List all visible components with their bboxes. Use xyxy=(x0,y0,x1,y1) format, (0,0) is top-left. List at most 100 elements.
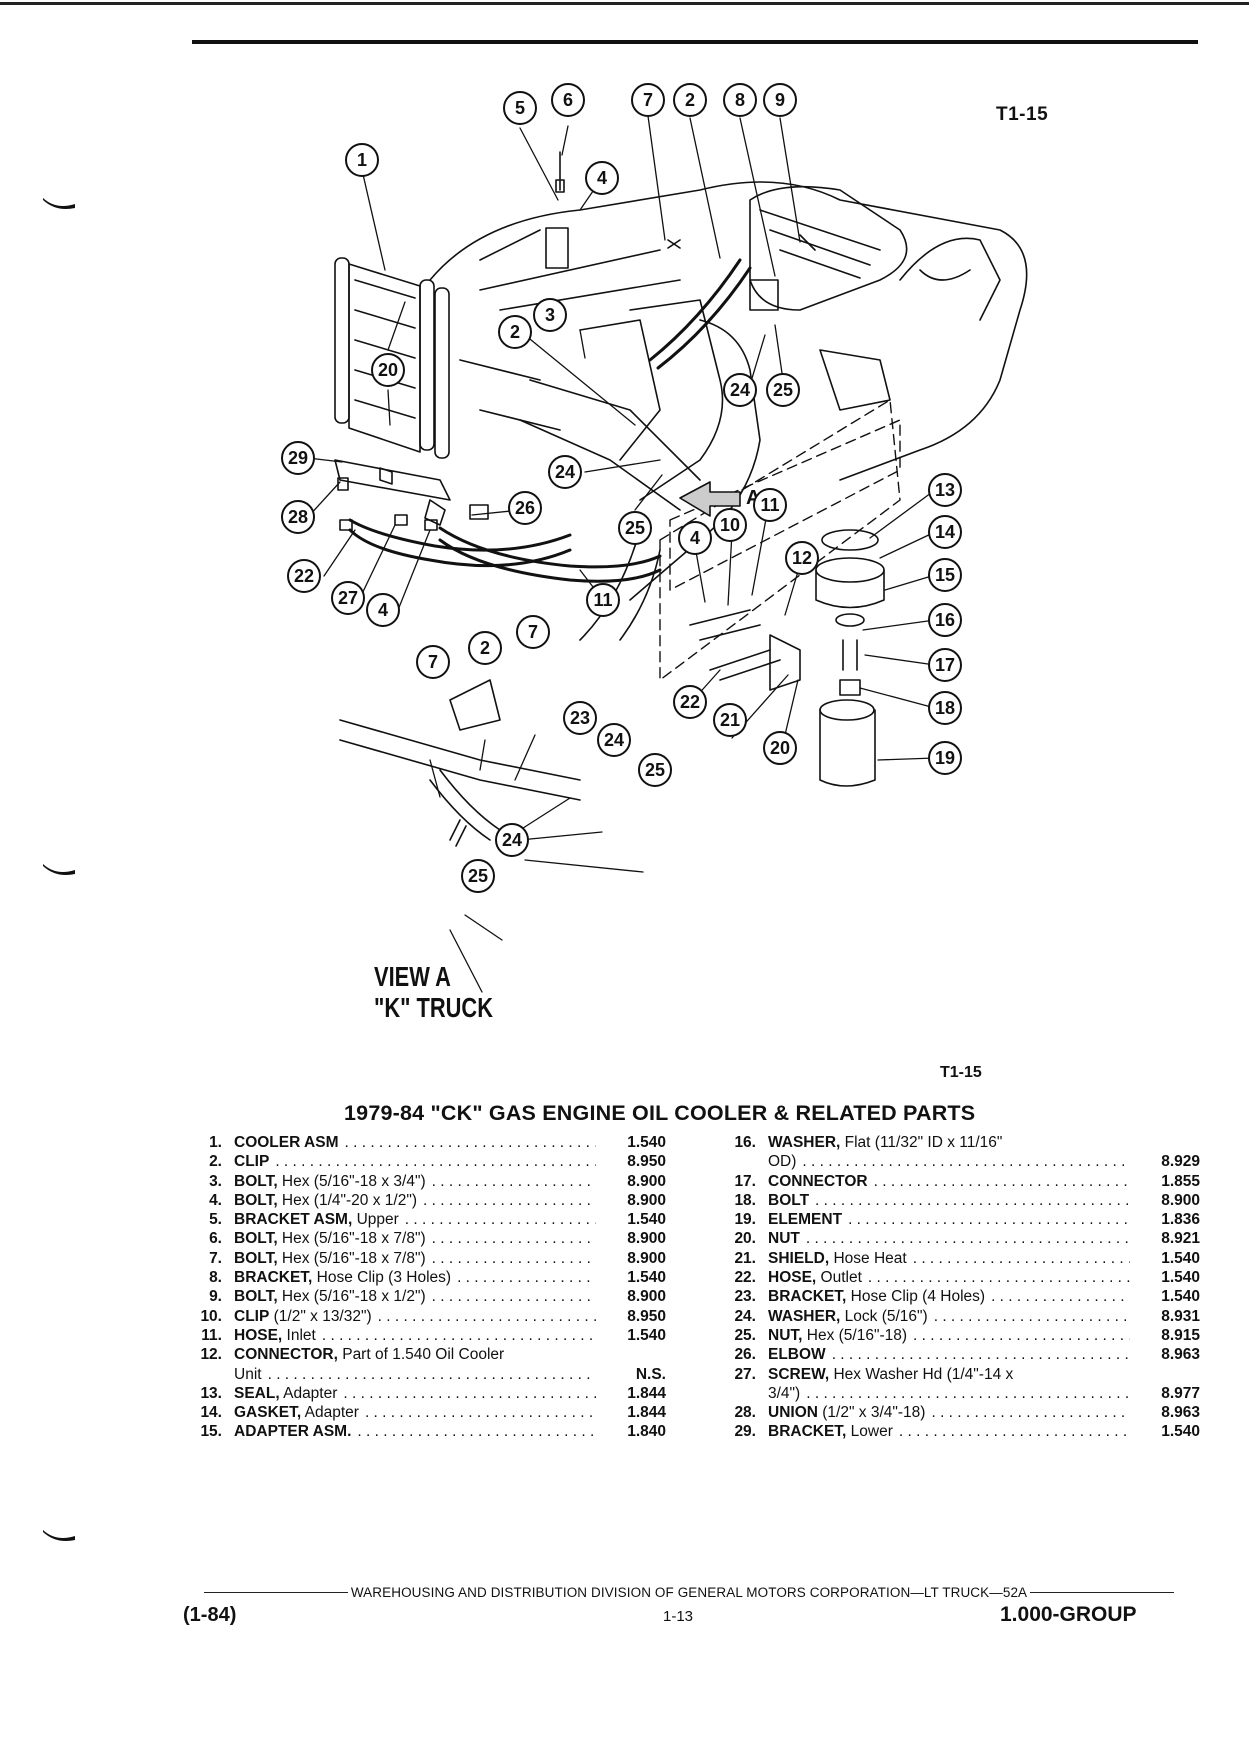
part-number: 8. xyxy=(209,1269,222,1287)
part-number: 10. xyxy=(200,1307,222,1325)
parts-list-row: 5.BRACKET ASM, Upper1.540 xyxy=(182,1210,666,1229)
part-number: 17. xyxy=(734,1172,756,1190)
dot-leader xyxy=(809,1191,1130,1210)
dot-leader xyxy=(826,1345,1130,1364)
callout-number: 12 xyxy=(792,548,812,568)
callout-circle xyxy=(366,593,400,627)
part-spec: Hose Clip (4 Holes) xyxy=(846,1288,986,1306)
callout-20: 20 xyxy=(763,731,797,765)
part-spec: (1/2" x 3/4"-18) xyxy=(817,1404,926,1422)
parts-list-row: 14.GASKET, Adapter1.844 xyxy=(182,1403,666,1422)
callout-28: 28 xyxy=(281,500,315,534)
dot-leader xyxy=(426,1287,596,1306)
part-name: NUT, xyxy=(768,1326,803,1344)
parts-list-row: 7.BOLT, Hex (5/16"-18 x 7/8")8.900 xyxy=(182,1249,666,1268)
part-name: CONNECTOR xyxy=(768,1172,868,1190)
part-number: 22. xyxy=(734,1269,756,1287)
part-spec: Hex Washer Hd (1/4"-14 x xyxy=(829,1365,1014,1383)
callout-number: 24 xyxy=(502,830,522,850)
callout-circle xyxy=(563,701,597,735)
callout-16: 16 xyxy=(928,603,962,637)
dot-leader xyxy=(907,1326,1130,1345)
parts-list-row: 13.SEAL, Adapter1.844 xyxy=(182,1384,666,1403)
part-description: HOSE, Inlet xyxy=(234,1326,596,1345)
group-number: 1.540 xyxy=(1161,1249,1200,1267)
part-spec: Lock (5/16") xyxy=(840,1307,928,1325)
dot-leader xyxy=(359,1403,596,1422)
part-number: 15. xyxy=(200,1423,222,1441)
callout-number: 4 xyxy=(597,168,607,188)
part-description: BRACKET, Hose Clip (4 Holes) xyxy=(768,1287,1130,1306)
part-name: WASHER, xyxy=(768,1307,841,1325)
callout-number: 6 xyxy=(563,90,573,110)
part-description: BOLT, Hex (5/16"-18 x 3/4") xyxy=(234,1172,596,1191)
callout-circle xyxy=(928,515,962,549)
part-spec: Lower xyxy=(846,1423,893,1441)
dot-leader xyxy=(800,1229,1130,1248)
callout-10: 10 xyxy=(713,508,747,542)
callout-number: 25 xyxy=(468,866,488,886)
part-name: ELEMENT xyxy=(768,1211,843,1229)
part-name: BRACKET ASM, xyxy=(234,1211,353,1229)
callout-circle xyxy=(345,143,379,177)
part-name: BOLT, xyxy=(234,1172,278,1190)
part-spec: Outlet xyxy=(816,1269,862,1287)
part-description: BOLT, Hex (5/16"-18 x 7/8") xyxy=(234,1249,596,1268)
callout-number: 27 xyxy=(338,588,358,608)
part-number: 25. xyxy=(734,1326,756,1344)
callout-8: 8 xyxy=(723,83,757,117)
dot-leader xyxy=(338,1133,596,1152)
callout-17: 17 xyxy=(928,648,962,682)
parts-list-row: 26.ELBOW8.963 xyxy=(716,1345,1200,1364)
callout-11: 11 xyxy=(586,583,620,617)
parts-list-row: 22.HOSE, Outlet1.540 xyxy=(716,1268,1200,1287)
group-number: 8.931 xyxy=(1161,1307,1200,1325)
footer-group-code: 1.000-GROUP xyxy=(1000,1603,1137,1626)
callout-number: 9 xyxy=(775,90,785,110)
group-number: 8.963 xyxy=(1161,1346,1200,1364)
view-a-arrow: A xyxy=(679,481,760,517)
callout-number: 4 xyxy=(690,528,700,548)
parts-list-row: 9.BOLT, Hex (5/16"-18 x 1/2")8.900 xyxy=(182,1287,666,1306)
callout-number: 2 xyxy=(480,638,490,658)
part-spec: Hex (5/16"-18) xyxy=(802,1326,908,1344)
callout-circle xyxy=(371,353,405,387)
group-number: 1.844 xyxy=(627,1404,666,1422)
group-number: 1.540 xyxy=(627,1326,666,1344)
callout-number: 25 xyxy=(773,380,793,400)
part-spec: Hex (5/16"-18 x 7/8") xyxy=(277,1230,426,1248)
figure-code-bottom: T1-15 xyxy=(940,1064,982,1081)
callout-circle xyxy=(503,91,537,125)
part-description: WASHER, Lock (5/16") xyxy=(768,1307,1130,1326)
parts-list-row: 16.WASHER, Flat (11/32" ID x 11/16" xyxy=(716,1133,1200,1152)
part-name: BRACKET, xyxy=(768,1288,847,1306)
part-spec: Upper xyxy=(352,1211,399,1229)
callout-number: 22 xyxy=(680,692,700,712)
dot-leader xyxy=(426,1172,596,1191)
callout-14: 14 xyxy=(928,515,962,549)
part-name: BOLT xyxy=(768,1191,810,1209)
group-number: 8.963 xyxy=(1161,1404,1200,1422)
part-description: ADAPTER ASM. xyxy=(234,1422,596,1441)
callout-circle xyxy=(753,488,787,522)
callout-circle xyxy=(516,615,550,649)
callout-23: 23 xyxy=(563,701,597,735)
part-description: CLIP xyxy=(234,1152,596,1171)
oil-cooler xyxy=(334,257,451,526)
part-name: SHIELD, xyxy=(768,1249,830,1267)
view-a-line1: VIEW A xyxy=(374,961,451,992)
callout-11: 11 xyxy=(753,488,787,522)
dot-leader xyxy=(796,1152,1130,1171)
callout-number: 29 xyxy=(288,448,308,468)
part-description: BOLT, Hex (5/16"-18 x 1/2") xyxy=(234,1287,596,1306)
part-name: HOSE, xyxy=(768,1269,817,1287)
dot-leader xyxy=(316,1326,596,1345)
group-number: N.S. xyxy=(635,1365,666,1383)
part-number: 2. xyxy=(209,1153,222,1171)
callout-21: 21 xyxy=(713,703,747,737)
callout-circle xyxy=(723,373,757,407)
dot-leader xyxy=(262,1365,596,1384)
parts-list-row: 17.CONNECTOR1.855 xyxy=(716,1172,1200,1191)
part-number: 28. xyxy=(734,1404,756,1422)
callout-12: 12 xyxy=(785,541,819,575)
